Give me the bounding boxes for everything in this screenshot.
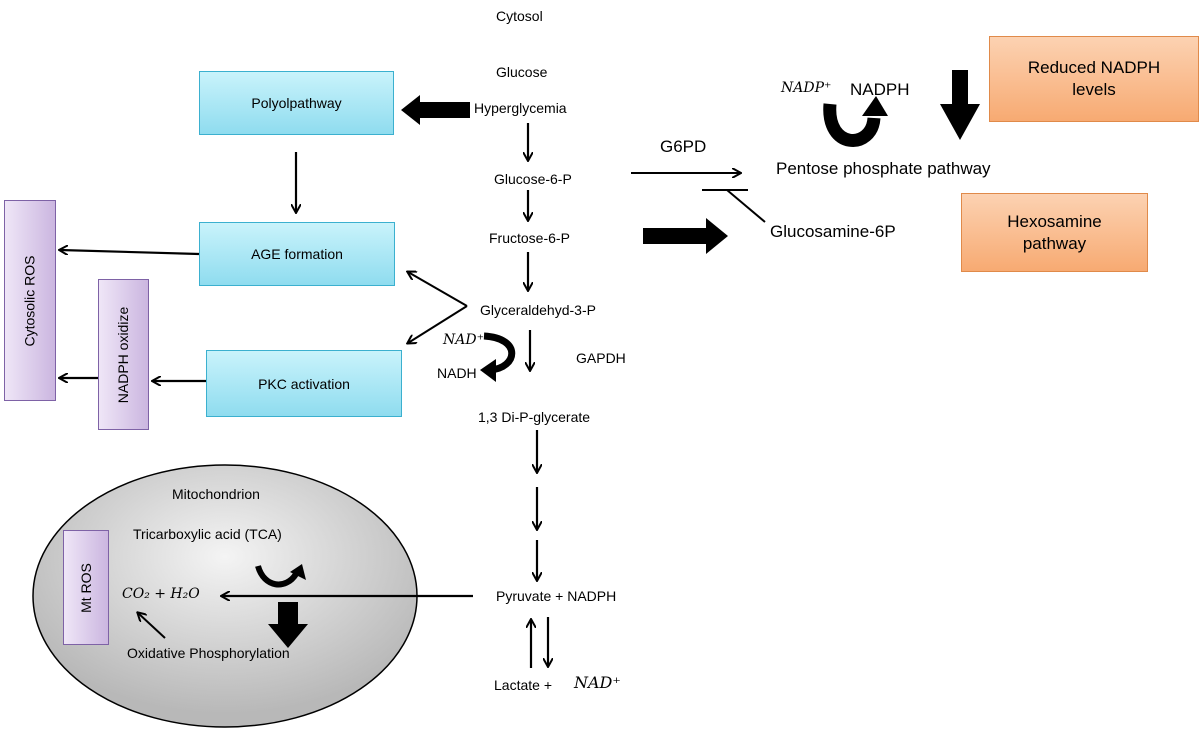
- polyol-pathway-text: Polyolpathway: [251, 95, 342, 111]
- hexosamine-text: Hexosamine pathway: [1007, 211, 1102, 253]
- g6pd-label: G6PD: [660, 137, 707, 156]
- glyceraldehyd3p-label: Glyceraldehyd-3-P: [480, 302, 596, 318]
- nadp-plus-label: NADP⁺: [781, 80, 832, 96]
- glucose6p-label: Glucose-6-P: [494, 171, 572, 187]
- diPglycerate-label: 1,3 Di-P-glycerate: [478, 409, 591, 425]
- arrow-age-to-ros: [60, 250, 200, 254]
- age-formation-box: AGE formation: [199, 222, 395, 286]
- mt-ros-text: Mt ROS: [78, 562, 94, 613]
- thick-arrow-to-polyol: [401, 95, 470, 125]
- nadph-oxidize-box: NADPH oxidize: [98, 279, 149, 430]
- fructose6p-label: Fructose-6-P: [489, 230, 570, 246]
- hyperglycemia-label: Hyperglycemia: [474, 100, 567, 116]
- oxphos-label: Oxidative Phosphorylation: [127, 645, 290, 661]
- tca-label: Tricarboxylic acid (TCA): [133, 526, 282, 542]
- gapdh-label: GAPDH: [576, 350, 626, 366]
- reduced-nadph-text: Reduced NADPH levels: [1027, 58, 1161, 99]
- pyruvate-label: Pyruvate + NADPH: [496, 588, 617, 604]
- inhibition-line: [726, 189, 766, 223]
- lactate-label: Lactate +: [494, 677, 552, 693]
- age-formation-text: AGE formation: [251, 246, 343, 262]
- hexosamine-box: Hexosamine pathway: [961, 193, 1148, 272]
- arrow-ga3p-to-age: [408, 272, 468, 307]
- pkc-activation-text: PKC activation: [258, 375, 350, 392]
- arrow-oxphos-to-co2: [138, 613, 166, 639]
- thick-arrow-down: [940, 70, 980, 140]
- pentose-label: Pentose phosphate pathway: [776, 159, 991, 178]
- glucose-label: Glucose: [496, 64, 548, 80]
- thick-arrow-to-glucosamine: [643, 218, 728, 254]
- reduced-nadph-box: Reduced NADPH levels: [989, 36, 1199, 122]
- lactate-nad-label: NAD⁺: [574, 673, 621, 692]
- nadh-label: NADH: [437, 365, 477, 381]
- arrow-ga3p-to-pkc: [408, 305, 468, 343]
- pkc-activation-box: PKC activation: [206, 350, 402, 417]
- mitochondrion-label: Mitochondrion: [172, 486, 260, 502]
- polyol-pathway-box: Polyolpathway: [199, 71, 394, 135]
- tca-curved-arrowhead: [290, 564, 306, 580]
- nad-curved-arrowhead: [480, 359, 496, 382]
- nad-plus-label: NAD⁺: [443, 332, 484, 348]
- co2h2o-label: CO₂ + H₂O: [122, 586, 200, 602]
- nadph-label: NADPH: [850, 80, 910, 99]
- glucosamine-label: Glucosamine-6P: [770, 222, 896, 241]
- nadph-oxidize-text: NADPH oxidize: [115, 306, 132, 403]
- nad-curved-arrow: [483, 332, 516, 374]
- cytosol-label: Cytosol: [496, 8, 543, 24]
- cytosolic-ros-text: Cytosolic ROS: [22, 254, 38, 347]
- tca-curved-arrow: [255, 564, 299, 588]
- thick-arrow-oxphos: [268, 602, 308, 648]
- mt-ros-box: Mt ROS: [63, 530, 109, 645]
- cytosolic-ros-box: Cytosolic ROS: [4, 200, 56, 401]
- nadp-curved-arrow: [823, 103, 881, 147]
- nadp-curved-arrowhead: [862, 96, 888, 116]
